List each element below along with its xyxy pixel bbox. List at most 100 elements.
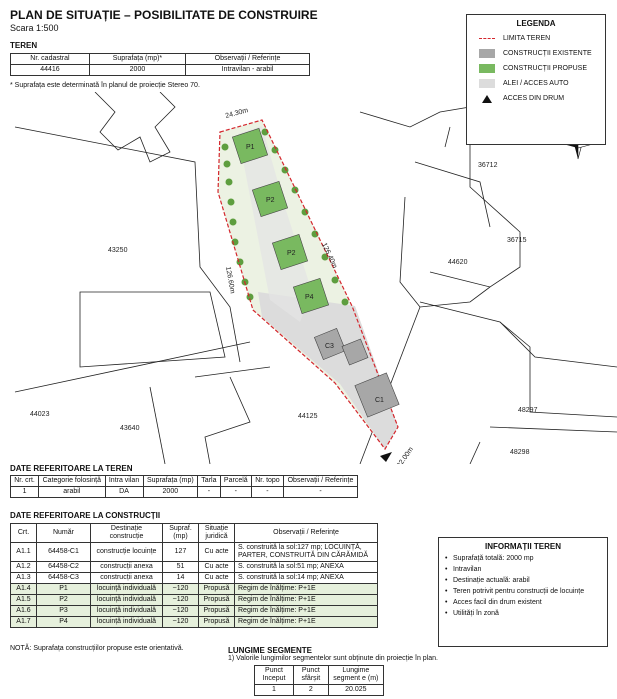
trees: [221, 128, 349, 306]
table-cell: 2000: [88, 64, 187, 77]
legend-label: CONSTRUCȚII PROPUSE: [503, 65, 588, 72]
label-c3: C3: [325, 343, 334, 350]
constructii-note: NOTĂ: Suprafața construcțiilor propuse e…: [10, 645, 184, 652]
building-c1: [354, 372, 400, 418]
lungime-table: Punct Inceput Punct sfârșit Lungime segm…: [254, 664, 385, 697]
table-cell: ~120: [162, 605, 199, 618]
table-cell: A1.5: [10, 594, 37, 607]
table-cell: S. construită la sol:14 mp; ANEXA: [234, 572, 378, 585]
table-cell: Propusă: [198, 616, 235, 629]
date-constructii-table: Crt. Număr Destinație construcție Supraf…: [10, 522, 378, 629]
teren-table: Nr. cadastral Suprafața (mp)* Observații…: [10, 52, 310, 77]
table-cell: Propusă: [198, 605, 235, 618]
dim-bottom: 22.00m: [396, 446, 415, 464]
table-cell: A1.4: [10, 583, 37, 596]
acces-drum-arrow: [380, 452, 392, 462]
table-cell: DA: [104, 486, 144, 499]
header-cell: Tarla: [197, 474, 221, 488]
legend-label: CONSTRUCȚII EXISTENTE: [503, 50, 592, 57]
table-cell: ~120: [162, 583, 199, 596]
table-cell: 2000: [142, 486, 199, 499]
table-cell: A1.7: [10, 616, 37, 629]
legend-title: LEGENDA: [516, 19, 556, 28]
legend-item-acces: ACCES DIN DRUM: [467, 91, 605, 106]
date-teren-table: Nr. crt. Categorie folosință Intra vilan…: [9, 474, 359, 499]
lightgray-swatch-icon: [479, 79, 495, 88]
table-row: 1 arabil DA 2000 - - - -: [9, 486, 359, 499]
table-cell: arabil: [38, 486, 106, 499]
header-cell: Parcelă: [219, 474, 252, 488]
table-cell: Intravilan - arabil: [185, 64, 310, 77]
scale-label: Scara 1:500: [10, 23, 59, 33]
table-cell: -: [282, 486, 359, 499]
table-cell: ~120: [162, 594, 199, 607]
parcel-48297: 48297: [518, 407, 538, 414]
header-cell: Punct sfârșit: [292, 664, 329, 686]
table-cell: construcții anexa: [90, 572, 163, 585]
limita-teren: [217, 119, 399, 451]
table-cell: 64458-C1: [36, 542, 91, 563]
table-cell: locuință individuală: [90, 594, 163, 607]
label-p2-b: P2: [287, 250, 296, 257]
table-cell: 127: [162, 542, 199, 563]
table-cell: P2: [36, 594, 91, 607]
header-cell: Observații / Referințe: [185, 52, 310, 66]
table-cell: 2: [292, 684, 329, 697]
parcel-44125: 44125: [298, 413, 318, 420]
parcel-36715: 36715: [507, 237, 527, 244]
building-p1: [231, 127, 269, 165]
dashed-line-icon: [479, 38, 495, 39]
table-cell: Regim de înălțime: P+1E: [234, 583, 378, 596]
table-row: 1 2 20.025: [254, 684, 385, 697]
dim-top: 24.30m: [225, 107, 250, 120]
table-cell: Cu acte: [198, 542, 235, 563]
legend-label: ALEI / ACCES AUTO: [503, 80, 569, 87]
info-teren-box: INFORMAȚII TEREN Suprafață totală: 2000 …: [438, 537, 608, 647]
table-cell: 64458-C2: [36, 561, 91, 574]
info-list: Suprafață totală: 2000 mpIntravilanDesti…: [445, 555, 601, 617]
info-title: INFORMAȚII TEREN: [485, 542, 561, 551]
table-cell: P3: [36, 605, 91, 618]
table-cell: 44416: [10, 64, 90, 77]
header-cell: Observații / Referințe: [282, 474, 359, 488]
table-cell: Regim de înălțime: P+1E: [234, 605, 378, 618]
info-item: Intravilan: [445, 566, 601, 573]
header-cell: Punct Inceput: [254, 664, 294, 686]
label-p4: P4: [305, 294, 314, 301]
table-cell: Propusă: [198, 583, 235, 596]
info-item: Destinație actuală: arabil: [445, 577, 601, 584]
table-cell: S. construită la sol:51 mp; ANEXA: [234, 561, 378, 574]
legend-item-alei: ALEI / ACCES AUTO: [467, 76, 605, 91]
building-p4: [292, 277, 330, 315]
building-p2-a: [251, 180, 289, 218]
legend-item-limita: LIMITA TEREN: [467, 31, 605, 46]
table-cell: 51: [162, 561, 199, 574]
info-item: Teren potrivit pentru construcții de loc…: [445, 588, 601, 595]
table-cell: -: [250, 486, 284, 499]
table-cell: 64458-C3: [36, 572, 91, 585]
date-constructii-heading: DATE REFERITOARE LA CONSTRUCȚII: [10, 511, 161, 520]
table-header-row: Punct Inceput Punct sfârșit Lungime segm…: [254, 664, 385, 686]
table-cell: A1.3: [10, 572, 37, 585]
header-cell: Categorie folosință: [38, 474, 106, 488]
date-teren-heading: DATE REFERITOARE LA TEREN: [10, 464, 133, 473]
table-cell: P4: [36, 616, 91, 629]
legend-box: LEGENDA LIMITA TEREN CONSTRUCȚII EXISTEN…: [466, 14, 606, 145]
table-row: 44416 2000 Intravilan - arabil: [10, 64, 310, 77]
header-cell: Suprafața (mp)*: [88, 52, 187, 66]
table-cell: P1: [36, 583, 91, 596]
gray-swatch-icon: [479, 49, 495, 58]
lungime-note: 1) Valorile lungimilor segmentelor sunt …: [228, 655, 438, 662]
legend-label: ACCES DIN DRUM: [503, 95, 565, 102]
table-cell: 14: [162, 572, 199, 585]
header-cell: Nr. crt.: [9, 474, 40, 488]
table-cell: -: [219, 486, 252, 499]
building-c3: [313, 327, 347, 361]
table-cell: ~120: [162, 616, 199, 629]
